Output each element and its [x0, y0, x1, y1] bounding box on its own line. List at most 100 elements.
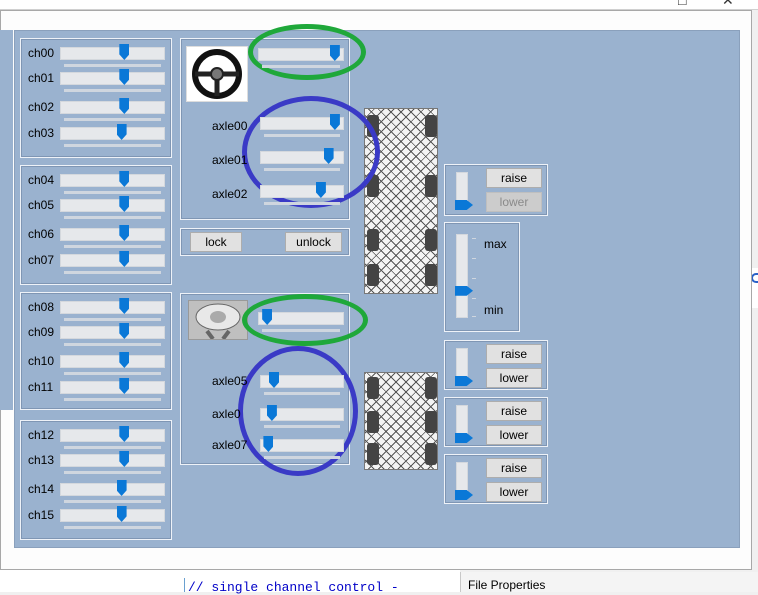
fifth-wheel-axle-slider-track[interactable]	[260, 375, 344, 388]
wheel-icon	[367, 377, 379, 399]
lift-slider-thumb[interactable]	[455, 433, 473, 443]
unlock-button[interactable]: unlock	[285, 232, 342, 252]
channel-slider-track[interactable]	[60, 355, 165, 368]
channel-slider-track[interactable]	[60, 509, 165, 522]
channel-slider-track[interactable]	[60, 326, 165, 339]
steering-top-slider-track[interactable]	[258, 48, 344, 61]
lift-slider-thumb[interactable]	[455, 490, 473, 500]
channel-slider-track[interactable]	[60, 101, 165, 114]
channel-slider-thumb[interactable]	[119, 171, 130, 187]
channel-slider-thumb[interactable]	[116, 506, 127, 522]
channel-slider-thumb[interactable]	[119, 378, 130, 394]
channel-slider-thumb[interactable]	[119, 352, 130, 368]
channel-slider-tick-line	[64, 271, 161, 274]
channel-slider-track[interactable]	[60, 381, 165, 394]
steering-axle-slider-thumb[interactable]	[315, 182, 326, 198]
height-slider-thumb[interactable]	[455, 285, 473, 296]
channel-slider-tick-line	[64, 318, 161, 321]
raise-button[interactable]: raise	[486, 401, 542, 421]
lower-button[interactable]: lower	[486, 482, 542, 502]
fifth-wheel-axle-slider-thumb[interactable]	[269, 372, 279, 388]
blue-annotation-ellipse	[242, 96, 380, 208]
slider-tick	[472, 258, 476, 259]
fifth-wheel-axle-slider-track[interactable]	[260, 439, 344, 452]
steering-axle-slider-track[interactable]	[260, 151, 344, 164]
channel-label: ch11	[28, 380, 54, 394]
channel-slider-tick-line	[64, 343, 161, 346]
lower-button[interactable]: lower	[486, 368, 542, 388]
channel-slider-track[interactable]	[60, 454, 165, 467]
fifth-wheel-axle-slider-thumb[interactable]	[266, 405, 277, 421]
close-icon[interactable]: ✕	[722, 0, 734, 8]
channel-slider-thumb[interactable]	[119, 44, 130, 60]
channel-label: ch13	[28, 453, 55, 467]
channel-slider-track[interactable]	[60, 483, 165, 496]
channel-slider-thumb[interactable]	[116, 480, 127, 496]
channel-slider-thumb[interactable]	[119, 69, 130, 85]
height-slider-track[interactable]	[456, 234, 468, 318]
channel-slider-track[interactable]	[60, 47, 165, 60]
maximize-icon[interactable]: □	[678, 0, 687, 8]
channel-slider-track[interactable]	[60, 301, 165, 314]
lower-button[interactable]: lower	[486, 425, 542, 445]
channel-slider-track[interactable]	[60, 174, 165, 187]
channel-slider-thumb[interactable]	[119, 451, 130, 467]
channel-slider-thumb[interactable]	[119, 298, 130, 314]
steering-axle-slider-track[interactable]	[260, 185, 344, 198]
channel-slider-thumb[interactable]	[119, 426, 130, 442]
channel-slider-track[interactable]	[60, 228, 165, 241]
channel-slider-thumb[interactable]	[119, 98, 130, 114]
channel-label: ch06	[28, 227, 55, 241]
channel-slider-tick-line	[64, 89, 161, 92]
channel-slider-tick-line	[64, 144, 161, 147]
channel-slider-track[interactable]	[60, 254, 165, 267]
channel-label: ch01	[28, 71, 55, 85]
channel-group-3	[20, 292, 172, 410]
lift-slider-thumb[interactable]	[455, 200, 473, 210]
lock-button[interactable]: lock	[190, 232, 242, 252]
height-control-group	[444, 222, 520, 332]
channel-label: ch10	[28, 354, 55, 368]
raise-button[interactable]: raise	[486, 168, 542, 188]
lift-slider-thumb[interactable]	[455, 376, 473, 386]
green-annotation-ellipse	[248, 24, 366, 80]
steering-axle-slider-thumb[interactable]	[323, 148, 334, 164]
axle-label: axle01	[212, 153, 248, 167]
steering-wheel-image	[186, 46, 248, 102]
code-line: // single channel control -	[188, 580, 399, 595]
channel-slider-track[interactable]	[60, 127, 165, 140]
wheel-icon	[367, 411, 379, 433]
channel-slider-thumb[interactable]	[116, 124, 127, 140]
steering-top-slider-thumb[interactable]	[329, 45, 340, 61]
steering-axle-slider-thumb[interactable]	[329, 114, 340, 130]
channel-slider-thumb[interactable]	[119, 196, 130, 212]
raise-button[interactable]: raise	[486, 344, 542, 364]
fifth-wheel-icon	[195, 303, 241, 341]
fifth-wheel-top-slider-track[interactable]	[258, 312, 344, 325]
fifth-wheel-axle-slider-track[interactable]	[260, 408, 344, 421]
wheel-icon	[425, 443, 437, 465]
steering-axle-slider-track[interactable]	[260, 117, 344, 130]
channel-slider-thumb[interactable]	[119, 251, 130, 267]
channel-slider-track[interactable]	[60, 72, 165, 85]
fifth-wheel-axle-slider-thumb[interactable]	[263, 436, 274, 452]
steering-axle-slider-tick-line	[264, 134, 340, 137]
channel-slider-track[interactable]	[60, 199, 165, 212]
wheel-icon	[367, 264, 379, 286]
channel-slider-track[interactable]	[60, 429, 165, 442]
raise-button[interactable]: raise	[486, 458, 542, 478]
slider-tick	[472, 298, 476, 299]
channel-group-2	[20, 165, 172, 285]
steering-axle-slider-tick-line	[264, 202, 340, 205]
lift-control-group	[444, 340, 548, 390]
channel-slider-thumb[interactable]	[119, 225, 130, 241]
channel-slider-tick-line	[64, 471, 161, 474]
lift-control-group	[444, 397, 548, 447]
fifth-wheel-top-slider-thumb[interactable]	[262, 309, 273, 325]
channel-slider-tick-line	[64, 118, 161, 121]
steering-top-slider-tick-line	[262, 65, 340, 68]
chassis-rear-image	[364, 372, 438, 470]
channel-slider-thumb[interactable]	[119, 323, 130, 339]
channel-group-4	[20, 420, 172, 540]
fifth-wheel-axle-slider-tick-line	[264, 425, 340, 428]
